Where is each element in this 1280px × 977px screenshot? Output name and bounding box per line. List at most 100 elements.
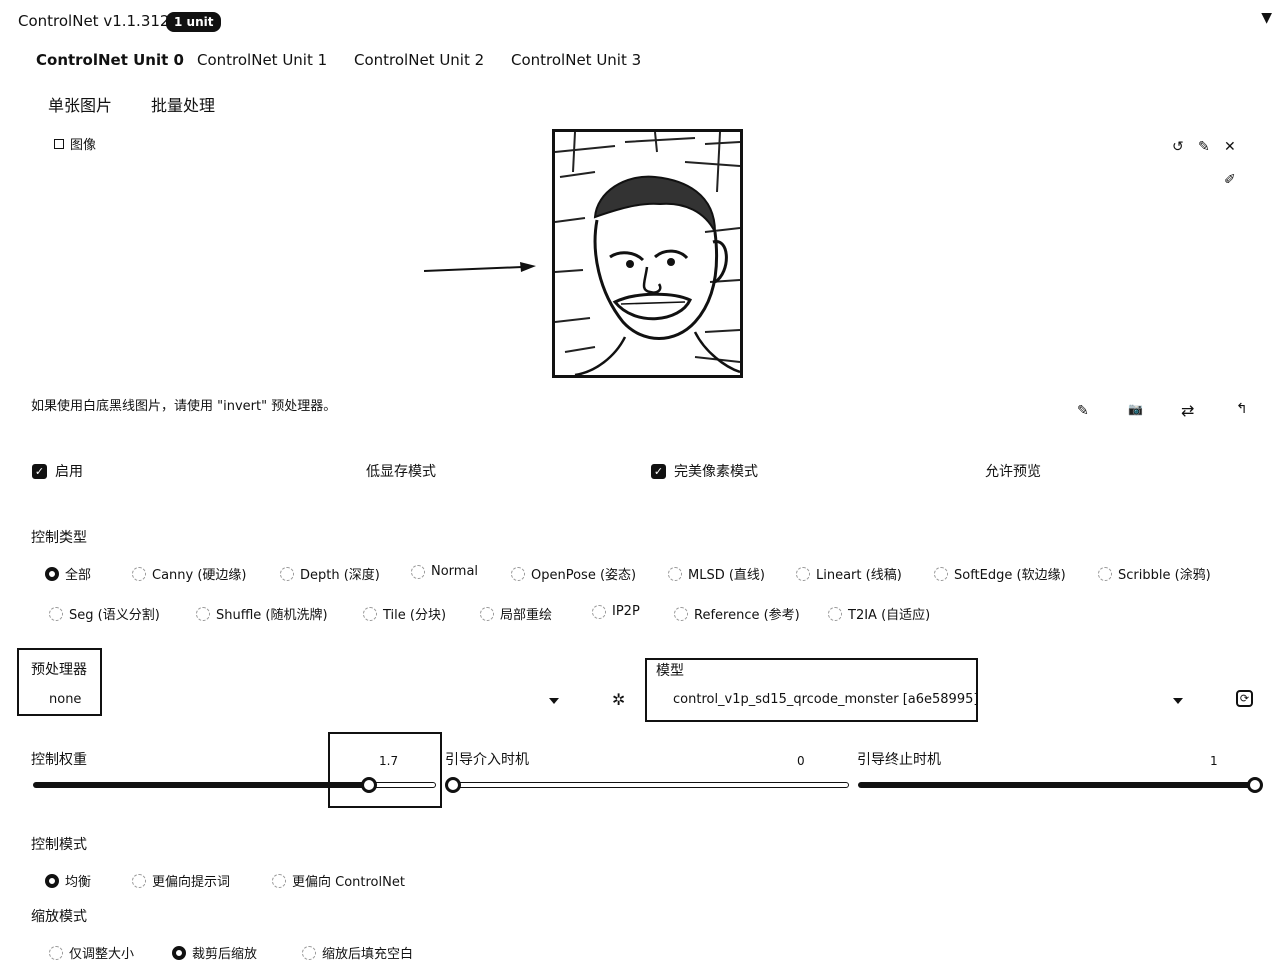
radio-icon [196,606,210,621]
guidance-end-thumb[interactable] [1247,777,1263,793]
camera-icon[interactable]: 📷 [1128,402,1143,416]
option-label: 裁剪后缩放 [192,947,258,962]
resize-mode-option-just-resize[interactable]: 仅调整大小 [49,943,134,962]
option-label: 缩放后填充空白 [322,947,414,962]
option-label: MLSD (直线) [688,568,765,583]
radio-icon [132,566,146,581]
control-type-option-scribble[interactable]: Scribble (涂鸦) [1098,564,1211,583]
control-type-option-ip2p[interactable]: IP2P [592,604,640,619]
radio-icon [272,873,286,888]
send-dimensions-icon[interactable]: ↰ [1236,401,1248,417]
control-mode-option-prompt[interactable]: 更偏向提示词 [132,871,230,890]
control-weight-track[interactable] [370,782,436,788]
control-type-option-t2ia[interactable]: T2IA (自适应) [828,604,930,623]
tab-batch[interactable]: 批量处理 [151,96,216,115]
run-preprocessor-icon[interactable]: ✲ [612,690,626,709]
pen-icon[interactable]: ✎ [1077,403,1089,419]
guidance-end-track-filled[interactable] [858,782,1254,788]
option-label: Lineart (线稿) [816,568,902,583]
enable-label: 启用 [55,464,83,480]
control-mode-option-controlnet[interactable]: 更偏向 ControlNet [272,871,405,890]
control-type-option-shuffle[interactable]: Shuffle (随机洗牌) [196,604,328,623]
control-type-option-all[interactable]: 全部 [45,564,91,583]
image-label-text: 图像 [70,138,97,153]
control-type-option-normal[interactable]: Normal [411,564,478,579]
control-type-option-lineart[interactable]: Lineart (线稿) [796,564,902,583]
pixel-perfect-checkbox[interactable]: ✓ 完美像素模式 [651,461,758,481]
option-label: OpenPose (姿态) [531,568,637,583]
close-icon[interactable]: ✕ [1224,139,1236,155]
preprocessor-label-box [17,648,102,716]
model-box [645,658,978,722]
control-mode-option-balanced[interactable]: 均衡 [45,871,91,890]
tab-controlnet-unit-1[interactable]: ControlNet Unit 1 [197,51,328,69]
tab-controlnet-unit-3[interactable]: ControlNet Unit 3 [511,51,642,69]
guidance-start-thumb[interactable] [445,777,461,793]
checkmark-icon: ✓ [651,463,666,479]
swap-icon[interactable]: ⇄ [1181,401,1195,420]
radio-icon [280,566,294,581]
collapse-toggle-icon[interactable]: ▼ [1261,10,1272,26]
radio-icon [796,566,810,581]
pixel-perfect-label: 完美像素模式 [674,464,758,480]
control-type-option-depth[interactable]: Depth (深度) [280,564,380,583]
tab-controlnet-unit-2[interactable]: ControlNet Unit 2 [354,51,485,69]
chevron-down-icon[interactable] [1173,698,1183,704]
extension-title: ControlNet v1.1.312 [18,12,170,30]
image-label: 图像 [54,134,96,153]
brush-icon[interactable]: ✐ [1224,172,1236,188]
option-label: 仅调整大小 [69,947,135,962]
chevron-down-icon[interactable] [549,698,559,704]
preprocessor-label: 预处理器 [31,662,87,678]
option-label: T2IA (自适应) [848,608,931,623]
preprocessor-select[interactable]: none [49,692,82,707]
tab-single-image[interactable]: 单张图片 [48,96,113,115]
enable-checkbox[interactable]: ✓ 启用 [32,461,83,481]
radio-icon [828,606,842,621]
guidance-start-track[interactable] [452,782,849,788]
guidance-end-value[interactable]: 1 [1210,754,1218,768]
radio-icon [49,606,63,621]
arrow-annotation [424,262,536,272]
control-type-option-mlsd[interactable]: MLSD (直线) [668,564,765,583]
radio-icon [592,604,606,619]
option-label: 局部重绘 [500,608,553,623]
control-type-label: 控制类型 [31,530,87,546]
radio-icon [363,606,377,621]
model-select[interactable]: control_v1p_sd15_qrcode_monster [a6e5899… [673,692,979,707]
undo-icon[interactable]: ↺ [1172,139,1184,155]
radio-icon [511,566,525,581]
allow-preview-checkbox[interactable]: 允许预览 [985,464,1041,480]
option-label: Tile (分块) [383,608,447,623]
unit-count-badge: 1 unit [166,12,222,32]
control-weight-track-filled[interactable] [33,782,370,788]
control-type-option-inpaint[interactable]: 局部重绘 [480,604,552,623]
refresh-models-icon[interactable]: ⟳ [1236,690,1253,707]
resize-mode-option-resize-fill[interactable]: 缩放后填充空白 [302,943,413,962]
tab-controlnet-unit-0[interactable]: ControlNet Unit 0 [36,51,184,69]
option-label: 全部 [65,568,92,583]
control-type-option-seg[interactable]: Seg (语义分割) [49,604,160,623]
radio-icon [45,873,59,888]
control-type-option-openpose[interactable]: OpenPose (姿态) [511,564,636,583]
lineart-face-image [555,132,740,375]
resize-mode-option-crop-resize[interactable]: 裁剪后缩放 [172,943,257,962]
control-weight-thumb[interactable] [361,777,377,793]
control-type-option-tile[interactable]: Tile (分块) [363,604,446,623]
control-type-option-reference[interactable]: Reference (参考) [674,604,800,623]
control-type-option-softedge[interactable]: SoftEdge (软边缘) [934,564,1066,583]
resize-mode-label: 缩放模式 [31,909,87,925]
low-vram-checkbox[interactable]: 低显存模式 [366,464,436,480]
guidance-end-label: 引导终止时机 [857,752,941,768]
control-weight-value[interactable]: 1.7 [379,754,399,768]
option-label: Depth (深度) [300,568,380,583]
control-weight-label: 控制权重 [31,752,87,768]
radio-icon [302,945,316,960]
uploaded-image[interactable] [552,129,743,378]
control-type-option-canny[interactable]: Canny (硬边缘) [132,564,247,583]
control-mode-label: 控制模式 [31,837,87,853]
radio-icon [674,606,688,621]
checkmark-icon: ✓ [32,463,47,479]
eraser-icon[interactable]: ✎ [1198,139,1210,155]
guidance-start-value[interactable]: 0 [797,754,805,768]
